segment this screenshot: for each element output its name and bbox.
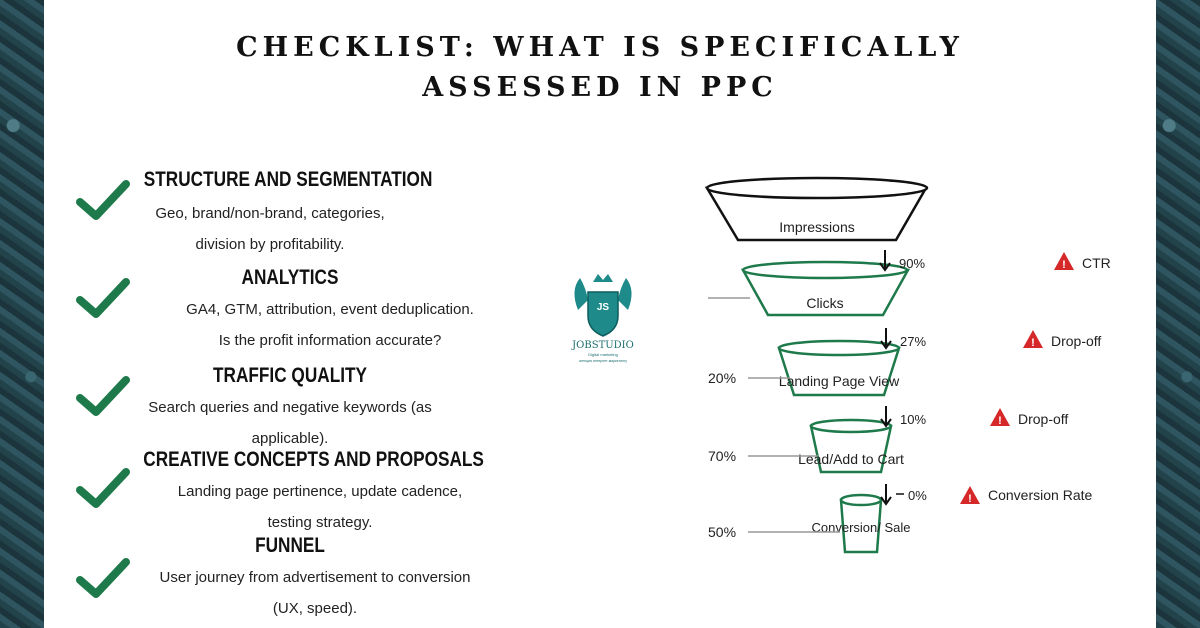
down-arrow-icon <box>880 418 892 428</box>
warning-icon <box>960 486 980 504</box>
checkmark-icon <box>76 180 130 220</box>
side-percentage-label: 50% <box>708 524 736 540</box>
page-title: CHECKLIST: WHAT IS SPECIFICALLY ASSESSED… <box>60 28 1140 108</box>
checklist-description: Search queries and negative keywords (as… <box>110 392 470 454</box>
transition-alert: Drop-off <box>1018 411 1068 427</box>
logo-shield <box>587 291 619 337</box>
description-line: testing strategy. <box>267 514 373 531</box>
checklist-item-analytics: ANALYTICS GA4, GTM, attribution, event d… <box>70 266 560 356</box>
funnel-stage-rim <box>741 260 909 280</box>
transition-rate: 90% <box>899 256 925 271</box>
checklist-heading: FUNNEL <box>255 534 325 557</box>
down-arrow-icon <box>880 340 892 350</box>
side-percentage-label: 20% <box>708 370 736 386</box>
funnel-stage-rim <box>777 339 901 357</box>
funnel-stage-label: Impressions <box>779 219 854 235</box>
funnel-stage-rim <box>705 176 929 200</box>
description-line: (UX, speed). <box>272 600 358 617</box>
logo-horse-right <box>618 278 632 310</box>
title-line-2: ASSESSED IN PPC <box>422 72 778 103</box>
funnel-stage-label: Landing Page View <box>779 373 900 389</box>
description-line: applicable). <box>251 430 329 447</box>
description-line: Search queries and negative keywords (as <box>148 399 432 416</box>
down-arrow-icon <box>879 262 891 272</box>
side-percentage-label: 70% <box>708 448 736 464</box>
description-line: GA4, GTM, attribution, event deduplicati… <box>186 301 474 318</box>
funnel-stage-label: Lead/Add to Cart <box>798 451 904 467</box>
logo-tagline: Digital marketing <box>588 352 618 357</box>
description-line: Landing page pertinence, update cadence, <box>177 483 463 500</box>
decorative-side-panel-left <box>0 0 44 628</box>
description-line: Geo, brand/non-brand, categories, <box>155 205 385 222</box>
logo-name: JOBSTUDIO <box>571 340 634 351</box>
svg-text:!: ! <box>998 415 1002 427</box>
transition-alert: CTR <box>1082 255 1111 271</box>
logo-monogram: JS <box>597 302 610 313</box>
description-line: Is the profit information accurate? <box>218 332 442 349</box>
logo-crown <box>593 274 613 282</box>
checkmark-icon <box>76 468 130 508</box>
checkmark-icon <box>76 278 130 318</box>
funnel-stage-rim <box>839 493 883 507</box>
svg-text:!: ! <box>1062 259 1066 271</box>
funnel-stage-label: Clicks <box>806 295 843 311</box>
logo-horse-left <box>574 278 588 310</box>
down-arrow-icon <box>880 496 892 506</box>
transition-rate: 27% <box>900 334 926 349</box>
checklist-item-funnel: FUNNEL User journey from advertisement t… <box>70 534 560 624</box>
checklist-heading: ANALYTICS <box>241 266 339 289</box>
checklist-description: User journey from advertisement to conve… <box>130 562 500 624</box>
description-line: division by profitability. <box>195 236 345 253</box>
title-line-1: CHECKLIST: WHAT IS SPECIFICALLY <box>236 32 964 63</box>
checklist-item-structure: STRUCTURE AND SEGMENTATION Geo, brand/no… <box>70 168 560 258</box>
checklist-item-creative-concepts: CREATIVE CONCEPTS AND PROPOSALS Landing … <box>70 448 560 538</box>
checklist-description: Landing page pertinence, update cadence,… <box>140 476 500 538</box>
svg-text:!: ! <box>1031 337 1035 349</box>
checklist-description: Geo, brand/non-brand, categories, divisi… <box>110 198 430 260</box>
description-line: User journey from advertisement to conve… <box>159 569 471 586</box>
conversion-funnel-diagram: Impressions Clicks Landing Page View Lea… <box>704 176 1111 554</box>
transition-rate: 0% <box>908 488 927 503</box>
decorative-side-panel-right <box>1156 0 1200 628</box>
warning-icon <box>990 408 1010 426</box>
funnel-transition: 27% ! Drop-off <box>880 328 1101 350</box>
transition-alert: Conversion Rate <box>988 487 1092 503</box>
warning-icon <box>1054 252 1074 270</box>
warning-icon <box>1023 330 1043 348</box>
jobstudio-logo: JS JOBSTUDIO Digital marketing агенция и… <box>571 274 634 363</box>
funnel-stage-rim <box>809 418 893 434</box>
funnel-transition: 10% ! Drop-off <box>880 406 1068 428</box>
checklist-heading: TRAFFIC QUALITY <box>212 364 368 387</box>
funnel-transition: 0% ! Conversion Rate <box>880 484 1092 506</box>
svg-text:!: ! <box>968 493 972 505</box>
checklist-heading: STRUCTURE AND SEGMENTATION <box>143 168 433 191</box>
transition-alert: Drop-off <box>1051 333 1101 349</box>
logo-subtag: агенция интернет-маркетингу <box>579 359 627 363</box>
checklist-heading: CREATIVE CONCEPTS AND PROPOSALS <box>143 448 484 471</box>
transition-rate: 10% <box>900 412 926 427</box>
funnel-transition: 90% ! CTR <box>879 250 1111 272</box>
checkmark-icon <box>76 376 130 416</box>
checklist-description: GA4, GTM, attribution, event deduplicati… <box>130 294 530 356</box>
checkmark-icon <box>76 558 130 598</box>
checklist-item-traffic-quality: TRAFFIC QUALITY Search queries and negat… <box>70 364 560 454</box>
